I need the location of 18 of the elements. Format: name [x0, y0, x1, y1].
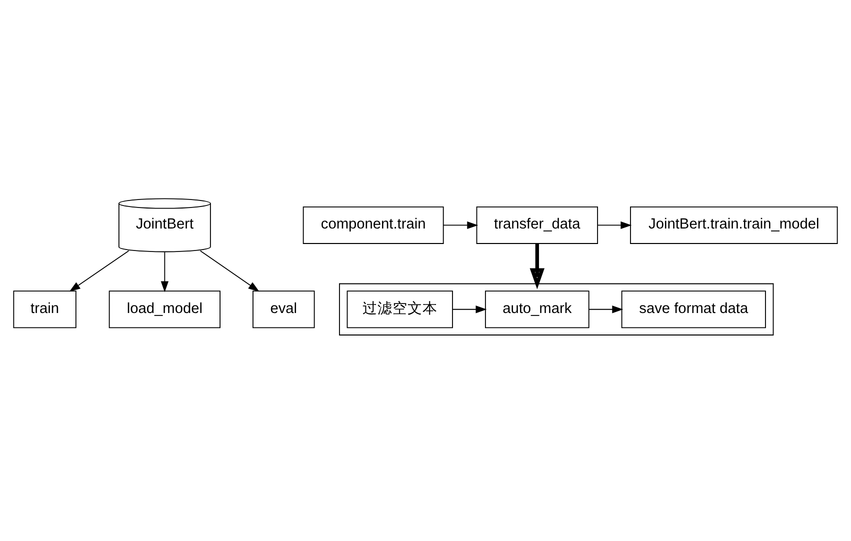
- node-box: component.train: [302, 206, 444, 244]
- arrow: [588, 306, 624, 314]
- arrow: [530, 244, 545, 290]
- node-box: train: [13, 290, 76, 328]
- node-box: load_model: [108, 290, 220, 328]
- cluster: [339, 283, 774, 336]
- node-box: eval: [252, 290, 315, 328]
- node-box: JointBert.train.train_model: [630, 206, 838, 244]
- arrow: [200, 250, 260, 292]
- arrow: [69, 250, 130, 292]
- node-box: auto_mark: [484, 290, 590, 328]
- arrow: [597, 221, 632, 230]
- node-box: save format data: [621, 290, 766, 328]
- arrow: [452, 306, 487, 314]
- node-box: 过滤空文本: [346, 290, 453, 328]
- arrow: [160, 252, 169, 292]
- node-box: transfer_data: [476, 206, 598, 244]
- arrow: [442, 221, 478, 230]
